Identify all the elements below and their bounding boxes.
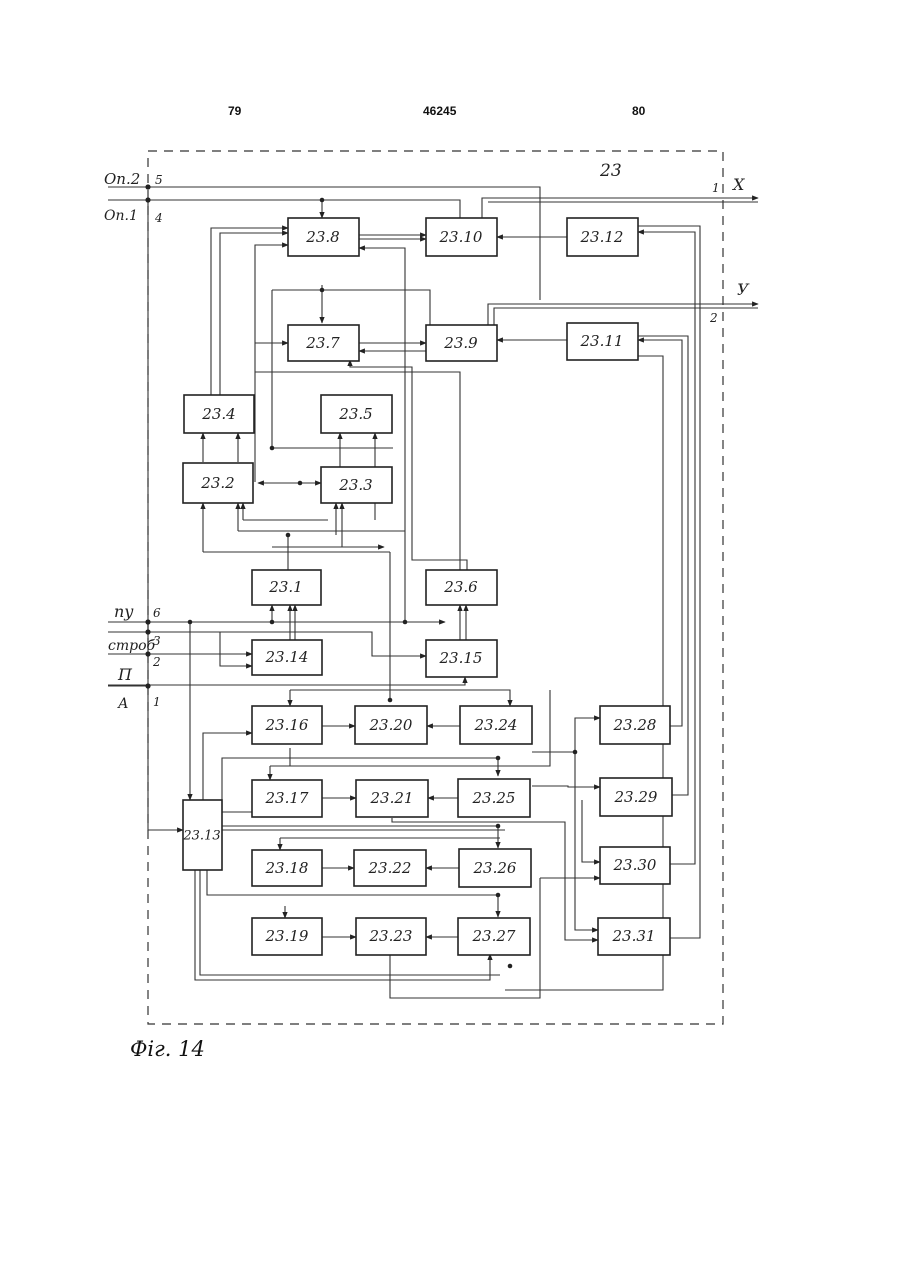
pin-6: 6 (153, 606, 161, 620)
svg-text:23.20: 23.20 (369, 716, 413, 734)
input-label-pu: пу (114, 602, 134, 621)
svg-text:23.14: 23.14 (265, 648, 309, 666)
svg-text:23.1: 23.1 (268, 578, 302, 596)
block-23-12: 23.12 (567, 218, 638, 256)
svg-text:23.7: 23.7 (305, 334, 340, 352)
input-label-op1: Оп.1 (104, 208, 138, 224)
svg-text:23.19: 23.19 (265, 927, 309, 945)
block-23-31: 23.31 (598, 918, 670, 955)
input-label-strob: строб (108, 638, 156, 654)
unit-label: 23 (599, 161, 622, 181)
svg-text:23.22: 23.22 (368, 859, 412, 877)
svg-text:23.13: 23.13 (182, 829, 220, 844)
svg-text:23.24: 23.24 (474, 716, 518, 734)
svg-text:23.6: 23.6 (443, 578, 478, 596)
svg-text:23.2: 23.2 (200, 474, 234, 492)
svg-text:23.15: 23.15 (439, 649, 483, 667)
svg-text:23.26: 23.26 (473, 859, 517, 877)
block-23-29: 23.29 (600, 778, 672, 816)
svg-text:23.18: 23.18 (265, 859, 309, 877)
svg-text:23.28: 23.28 (613, 716, 657, 734)
input-label-a: А (117, 696, 129, 712)
output-pin-2: 2 (709, 311, 718, 325)
block-23-1: 23.1 (252, 570, 321, 605)
svg-text:23.25: 23.25 (472, 789, 516, 807)
block-23-24: 23.24 (460, 706, 532, 744)
svg-text:23.29: 23.29 (614, 788, 658, 806)
svg-text:23.9: 23.9 (443, 334, 478, 352)
output-pin-1: 1 (712, 181, 720, 195)
block-23-11: 23.11 (567, 323, 638, 360)
block-23-30: 23.30 (600, 847, 670, 884)
block-23-14: 23.14 (252, 640, 322, 675)
block-23-22: 23.22 (354, 850, 426, 886)
block-23-23: 23.23 (356, 918, 426, 955)
block-23-3: 23.3 (321, 467, 392, 503)
pin-4: 4 (154, 211, 163, 225)
block-23-16: 23.16 (252, 706, 322, 744)
block-23-21: 23.21 (356, 780, 428, 817)
pin-5: 5 (155, 173, 163, 187)
block-23-17: 23.17 (252, 780, 322, 817)
block-23-8: 23.8 (288, 218, 359, 256)
block-23-2: 23.2 (183, 463, 253, 503)
block-23-26: 23.26 (459, 849, 531, 887)
svg-text:23.5: 23.5 (338, 405, 372, 423)
svg-text:23.23: 23.23 (369, 927, 413, 945)
svg-text:23.30: 23.30 (613, 856, 657, 874)
svg-text:23.3: 23.3 (338, 476, 372, 494)
block-23-7: 23.7 (288, 325, 359, 361)
figure-caption: Фіг. 14 (130, 1037, 205, 1061)
svg-text:23.31: 23.31 (612, 927, 656, 945)
block-23-13: 23.13 (182, 800, 222, 870)
svg-text:23.12: 23.12 (580, 228, 624, 246)
svg-text:23.17: 23.17 (265, 789, 309, 807)
svg-text:23.27: 23.27 (472, 927, 516, 945)
block-23-28: 23.28 (600, 706, 670, 744)
input-label-op2: Оп.2 (104, 170, 140, 188)
svg-text:23.21: 23.21 (370, 789, 414, 807)
block-23-15: 23.15 (426, 640, 497, 677)
block-23-4: 23.4 (184, 395, 254, 433)
block-23-18: 23.18 (252, 850, 322, 886)
block-23-5: 23.5 (321, 395, 392, 433)
svg-text:23.10: 23.10 (439, 228, 483, 246)
block-23-10: 23.10 (426, 218, 497, 256)
block-23-19: 23.19 (252, 918, 322, 955)
svg-text:23.8: 23.8 (305, 228, 339, 246)
block-23-27: 23.27 (458, 918, 530, 955)
svg-text:23.11: 23.11 (580, 332, 624, 350)
block-23-9: 23.9 (426, 325, 497, 361)
svg-text:23.4: 23.4 (201, 405, 235, 423)
input-label-p: П (117, 665, 133, 684)
pin-3: 3 (153, 634, 161, 648)
block-23-25: 23.25 (458, 779, 530, 817)
pin-1: 1 (153, 695, 161, 709)
svg-text:23.16: 23.16 (265, 716, 309, 734)
output-label-x: X (731, 175, 745, 194)
block-23-6: 23.6 (426, 570, 497, 605)
output-label-y: У (737, 280, 750, 299)
block-23-20: 23.20 (355, 706, 427, 744)
pin-2: 2 (152, 655, 161, 669)
